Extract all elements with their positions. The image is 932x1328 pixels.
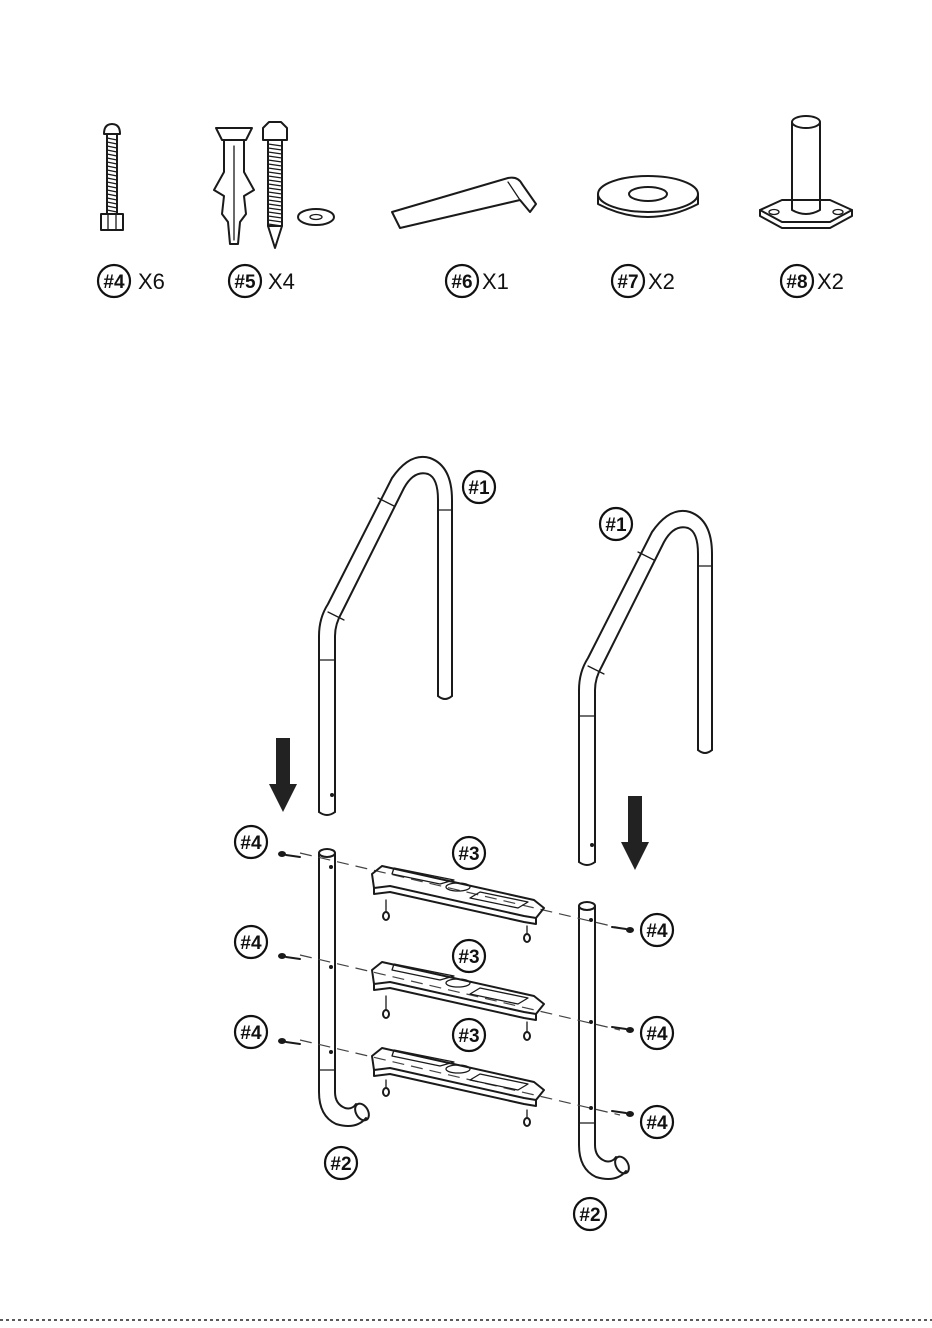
svg-text:#4: #4 [646,921,668,942]
left-lower-tube [319,849,372,1126]
svg-text:#4: #4 [240,933,262,954]
right-lower-tube [579,902,632,1179]
label-lower-tube-right: #2 [574,1198,606,1230]
left-handrail [319,457,452,815]
bolt-icon [612,927,634,933]
label-bolt-right-2: #4 [641,1017,673,1049]
part-label-8: #8 X2 [781,265,844,297]
svg-text:X1: X1 [482,269,509,294]
label-bolt-right-3: #4 [641,1106,673,1138]
svg-text:X2: X2 [817,269,844,294]
svg-text:X2: X2 [648,269,675,294]
part-label-4: #4 X6 [98,265,165,297]
label-bolt-left-3: #4 [235,1016,267,1048]
label-handrail-right: #1 [600,508,632,540]
bolt-icon [612,1027,634,1033]
bolt-icon [278,1038,300,1044]
svg-text:#4: #4 [646,1024,668,1045]
label-lower-tube-left: #2 [325,1147,357,1179]
svg-text:#6: #6 [451,272,472,293]
svg-text:#4: #4 [103,272,125,293]
svg-text:#4: #4 [646,1113,668,1134]
right-handrail [579,511,712,865]
svg-text:#1: #1 [605,515,627,536]
svg-text:X6: X6 [138,269,165,294]
bolt-icon [278,851,300,857]
svg-text:#3: #3 [458,844,479,865]
part-label-7: #7 X2 [612,265,675,297]
step-top [372,866,544,942]
part-label-6: #6 X1 [446,265,509,297]
svg-text:#2: #2 [330,1154,351,1175]
svg-text:X4: X4 [268,269,295,294]
label-step-bottom: #3 [453,1019,485,1051]
svg-text:#4: #4 [240,1023,262,1044]
svg-text:#2: #2 [579,1205,600,1226]
label-bolt-left-2: #4 [235,926,267,958]
label-bolt-right-1: #4 [641,914,673,946]
svg-text:#5: #5 [234,272,256,293]
svg-text:#8: #8 [786,272,807,293]
anchor-screw-washer-icon [214,122,334,248]
bolt-icon [278,953,300,959]
svg-text:#3: #3 [458,947,479,968]
svg-text:#7: #7 [617,272,638,293]
svg-text:#3: #3 [458,1026,479,1047]
label-step-middle: #3 [453,940,485,972]
label-step-top: #3 [453,837,485,869]
label-handrail-left: #1 [463,471,495,503]
alignment-lines [300,853,620,1115]
arrow-down-icon [621,796,649,870]
anchor-socket-icon [760,116,852,228]
hex-key-icon [392,178,536,228]
part-label-5: #5 X4 [229,265,295,297]
svg-text:#1: #1 [468,478,490,499]
arrow-down-icon [269,738,297,812]
escutcheon-plate-icon [598,176,698,217]
svg-text:#4: #4 [240,833,262,854]
label-bolt-left-1: #4 [235,826,267,858]
bolt-with-nut-icon [101,124,123,230]
step-bottom [372,1048,544,1126]
